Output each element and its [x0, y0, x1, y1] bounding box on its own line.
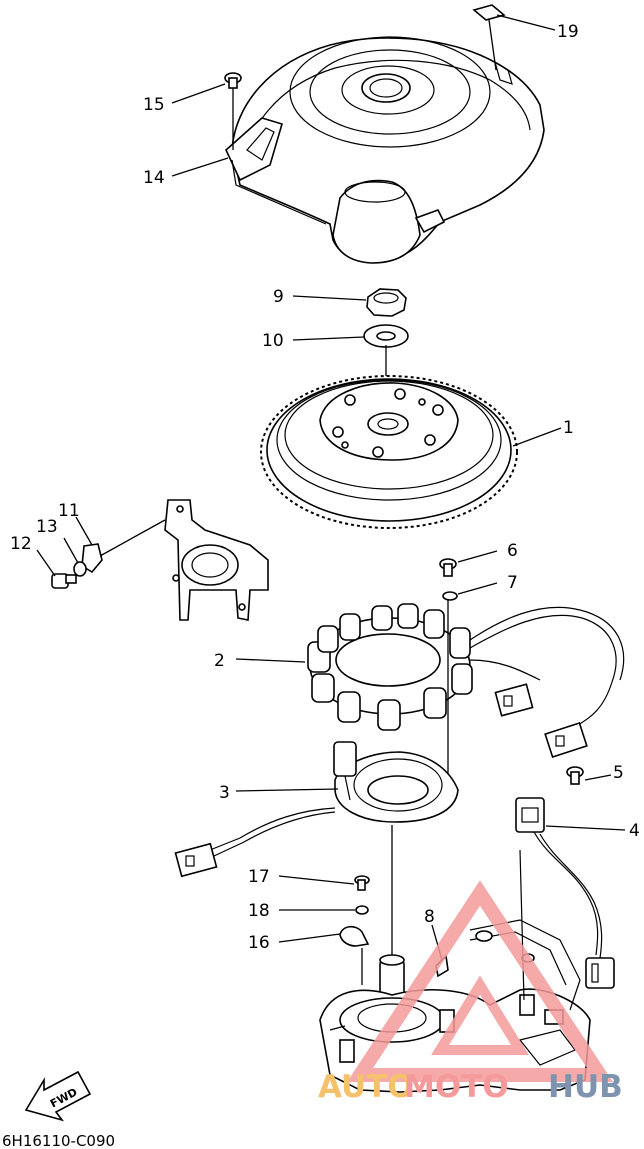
- diagram-code: 6H16110-C090: [2, 1132, 115, 1149]
- part-13-washer: [73, 561, 87, 577]
- pulser-connector: [174, 842, 218, 878]
- callout-5: 5: [613, 763, 624, 783]
- callout-14: 14: [143, 168, 165, 188]
- part-10-washer: [363, 324, 409, 348]
- part-3-pulser-coil: [209, 741, 459, 857]
- callout-6: 6: [507, 541, 518, 561]
- callout-19: 19: [557, 22, 579, 42]
- sensor-connector: [585, 957, 615, 989]
- part-18-washer: [355, 905, 369, 915]
- callout-16: 16: [248, 933, 270, 953]
- part-12-bolt: [51, 573, 77, 589]
- callout-1: 1: [563, 418, 574, 438]
- stator-connector-b: [544, 722, 588, 758]
- part-17-screw: [354, 875, 370, 891]
- part-15-screw: [224, 72, 242, 89]
- part-5-screw: [566, 766, 584, 785]
- callout-8: 8: [424, 907, 435, 927]
- part-9-nut: [366, 288, 407, 317]
- bracket-plate: [164, 499, 269, 621]
- callout-17: 17: [248, 867, 270, 887]
- callout-11: 11: [58, 501, 80, 521]
- callout-4: 4: [629, 821, 640, 841]
- callout-10: 10: [262, 331, 284, 351]
- watermark-moto: MOTO: [404, 1069, 509, 1105]
- stator-connector-a: [494, 683, 534, 717]
- callout-12: 12: [10, 534, 32, 554]
- watermark-logo: AUTO MOTO HUB: [318, 880, 623, 1105]
- part-16-clamp: [339, 925, 370, 947]
- callout-2: 2: [214, 651, 225, 671]
- callout-13: 13: [36, 517, 58, 537]
- watermark-auto: AUTO: [318, 1069, 414, 1105]
- part-7-washer: [442, 591, 458, 601]
- part-4-sensor: [515, 797, 603, 959]
- callout-3: 3: [219, 783, 230, 803]
- part-1-flywheel: [260, 375, 518, 529]
- leader-lines: [36, 14, 626, 961]
- part-2-stator: [307, 603, 625, 736]
- part-19-label-sticker: [472, 4, 506, 21]
- callout-7: 7: [507, 573, 518, 593]
- fwd-arrow-icon: FWD: [24, 1070, 92, 1122]
- watermark-hub: HUB: [548, 1069, 623, 1105]
- callout-18: 18: [248, 901, 270, 921]
- part-14-flywheel-cover: [225, 36, 545, 264]
- callout-9: 9: [273, 287, 284, 307]
- callout-15: 15: [143, 95, 165, 115]
- part-6-screw: [439, 558, 457, 577]
